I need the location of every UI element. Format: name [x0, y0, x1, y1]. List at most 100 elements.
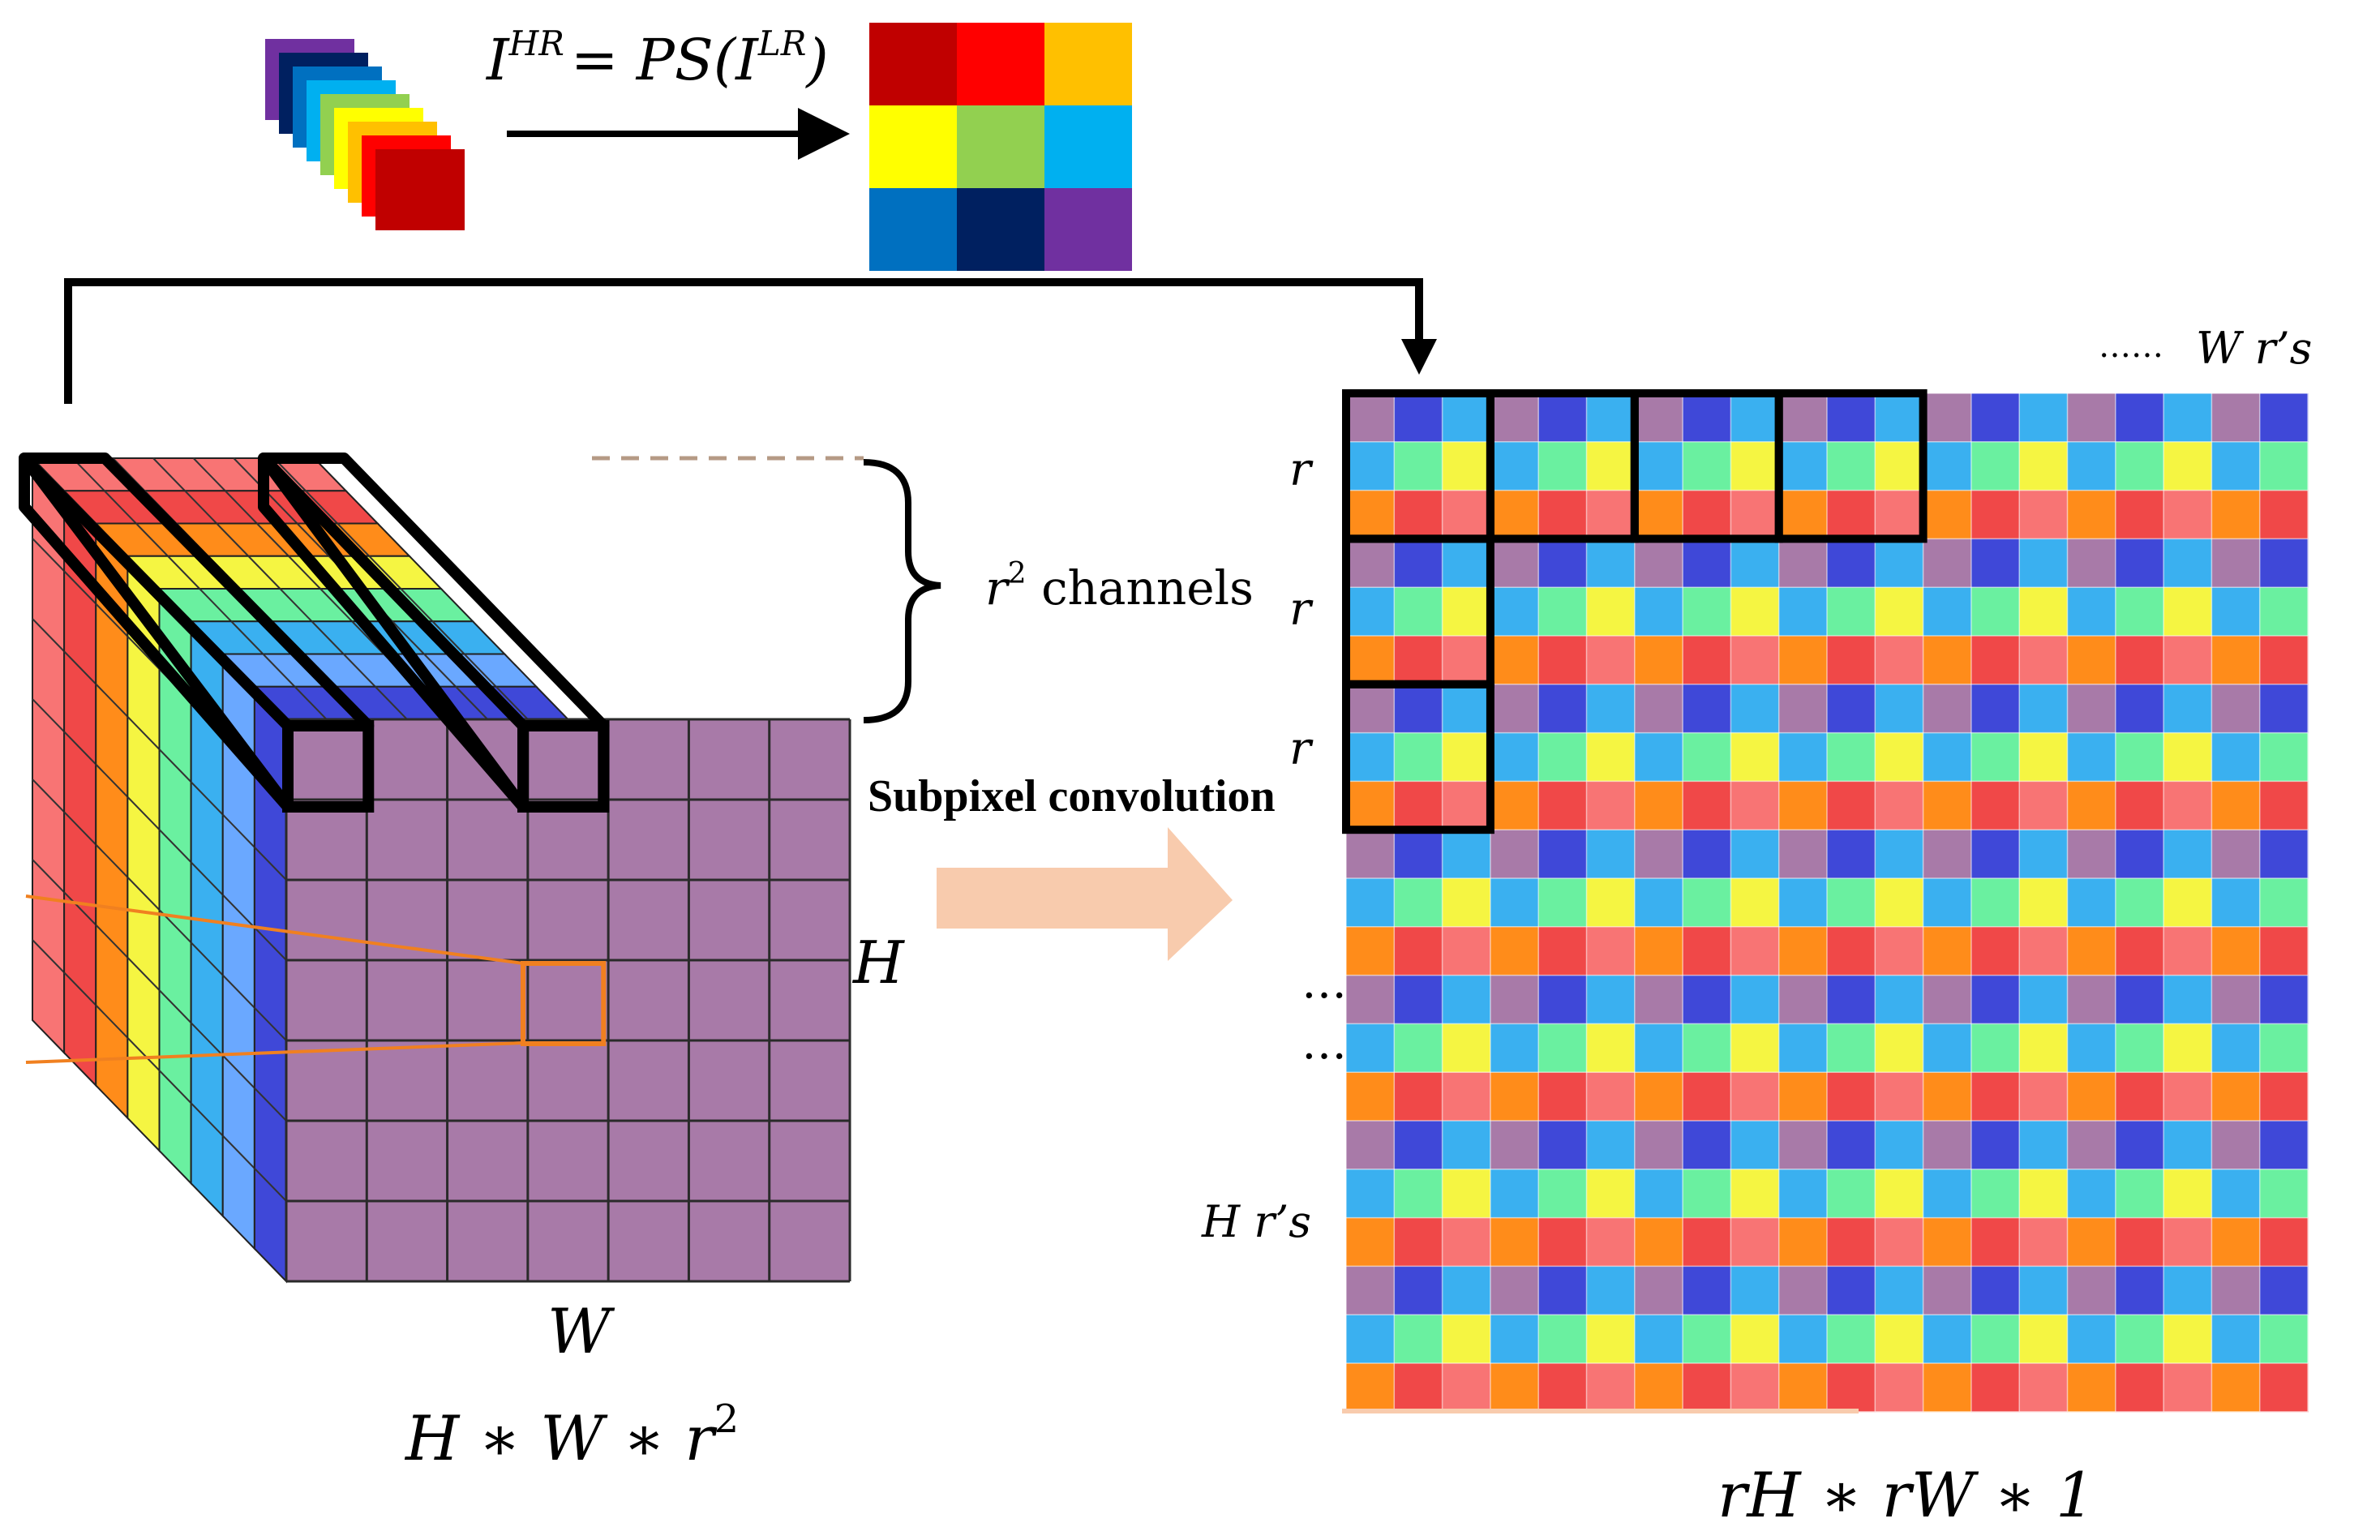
- output-pixel: [2067, 1121, 2116, 1170]
- output-pixel: [1490, 636, 1539, 685]
- output-pixel: [1730, 1266, 1780, 1315]
- output-pixel: [1730, 538, 1780, 588]
- output-pixel: [1778, 830, 1828, 879]
- output-pixel: [1827, 490, 1876, 539]
- layer-side-line: [158, 1070, 192, 1104]
- output-pixel: [1586, 490, 1636, 539]
- output-pixel: [1875, 1266, 1924, 1315]
- output-pixel: [1394, 636, 1443, 685]
- output-pixel: [1634, 441, 1683, 491]
- layer-side-line: [95, 843, 129, 878]
- layer-side-line: [222, 1135, 255, 1169]
- output-pixel: [1778, 878, 1828, 928]
- layer-side-line: [190, 1102, 224, 1137]
- output-pixel: [1586, 636, 1636, 685]
- output-pixel: [2163, 1169, 2212, 1219]
- hr-pixel: [869, 23, 957, 105]
- output-pixel: [1827, 587, 1876, 637]
- output-pixel: [1490, 878, 1539, 928]
- output-pixel: [1730, 830, 1780, 879]
- output-pixel: [1730, 1072, 1780, 1122]
- output-pixel: [2115, 1266, 2164, 1315]
- output-pixel: [1394, 926, 1443, 976]
- output-pixel: [2259, 1363, 2309, 1413]
- output-pixel: [1923, 1121, 1972, 1170]
- output-pixel: [2163, 587, 2212, 637]
- output-pixel: [1490, 1217, 1539, 1267]
- output-pixel: [1923, 1217, 1972, 1267]
- output-pixel: [1586, 1023, 1636, 1073]
- output-pixel: [1970, 538, 2020, 588]
- output-pixel: [2163, 538, 2212, 588]
- hr-pixel: [957, 105, 1044, 188]
- dots-label-1: …: [1301, 956, 1347, 1009]
- output-pixel: [1923, 975, 1972, 1024]
- output-pixel: [1730, 441, 1780, 491]
- output-pixel: [1538, 732, 1587, 782]
- output-pixel: [2163, 830, 2212, 879]
- output-pixel: [1586, 393, 1636, 443]
- output-pixel: [2019, 684, 2068, 734]
- layer-top: [252, 685, 570, 720]
- output-pixel: [1346, 684, 1395, 734]
- output-pixel: [1875, 878, 1924, 928]
- output-pixel: [1923, 926, 1972, 976]
- dots-label-2: …: [1301, 1017, 1347, 1070]
- output-pixel: [2115, 393, 2164, 443]
- output-pixel: [2259, 878, 2309, 928]
- output-pixel: [1970, 1315, 2020, 1364]
- output-pixel: [1538, 393, 1587, 443]
- output-pixel: [2163, 1023, 2212, 1073]
- output-pixel: [2067, 1266, 2116, 1315]
- output-pixel: [2163, 1363, 2212, 1413]
- output-pixel: [1346, 1072, 1395, 1122]
- output-pixel: [1923, 830, 1972, 879]
- output-pixel: [2259, 1266, 2309, 1315]
- layer-top: [189, 620, 507, 655]
- output-pixel: [1730, 926, 1780, 976]
- output-pixel: [2259, 781, 2309, 830]
- output-pixel: [2211, 926, 2261, 976]
- output-pixel: [2115, 587, 2164, 637]
- output-pixel: [1346, 1121, 1395, 1170]
- output-pixel: [2259, 1169, 2309, 1219]
- output-pixel: [1442, 684, 1491, 734]
- layer-side-line: [63, 731, 96, 766]
- output-pixel: [2211, 975, 2261, 1024]
- output-pixel: [1970, 1023, 2020, 1073]
- layer-side-line: [158, 749, 192, 783]
- output-pixel: [1875, 1169, 1924, 1219]
- layer-top-line: [337, 522, 370, 557]
- output-pixel: [1970, 684, 2020, 734]
- output-pixel: [2019, 490, 2068, 539]
- layer-top-line: [431, 620, 465, 655]
- output-pixel: [1490, 926, 1539, 976]
- output-pixel: [2067, 1363, 2116, 1413]
- output-pixel: [2067, 1072, 2116, 1122]
- output-pixel: [1490, 393, 1539, 443]
- output-pixel: [2211, 538, 2261, 588]
- hr-pixel: [869, 105, 957, 188]
- output-pixel: [2019, 1169, 2068, 1219]
- layer-top-line: [279, 588, 313, 622]
- output-pixel: [1586, 878, 1636, 928]
- output-pixel: [1586, 1217, 1636, 1267]
- output-pixel: [1394, 538, 1443, 588]
- layer-side-line: [127, 957, 161, 991]
- output-pixel: [1346, 781, 1395, 830]
- output-pixel: [2259, 441, 2309, 491]
- output-pixel: [1778, 1217, 1828, 1267]
- output-pixel: [1875, 684, 1924, 734]
- output-pixel: [1923, 1169, 1972, 1219]
- output-pixel: [1778, 684, 1828, 734]
- output-pixel: [1827, 732, 1876, 782]
- layer-top-line: [296, 522, 330, 557]
- output-pixel: [2115, 441, 2164, 491]
- layer-side-line: [63, 891, 96, 926]
- layer-side-line: [190, 781, 224, 816]
- output-pixel: [1346, 1266, 1395, 1315]
- output-pixel: [1875, 587, 1924, 637]
- output-pixel: [2259, 636, 2309, 685]
- output-pixel: [1538, 538, 1587, 588]
- output-pixel: [1875, 975, 1924, 1024]
